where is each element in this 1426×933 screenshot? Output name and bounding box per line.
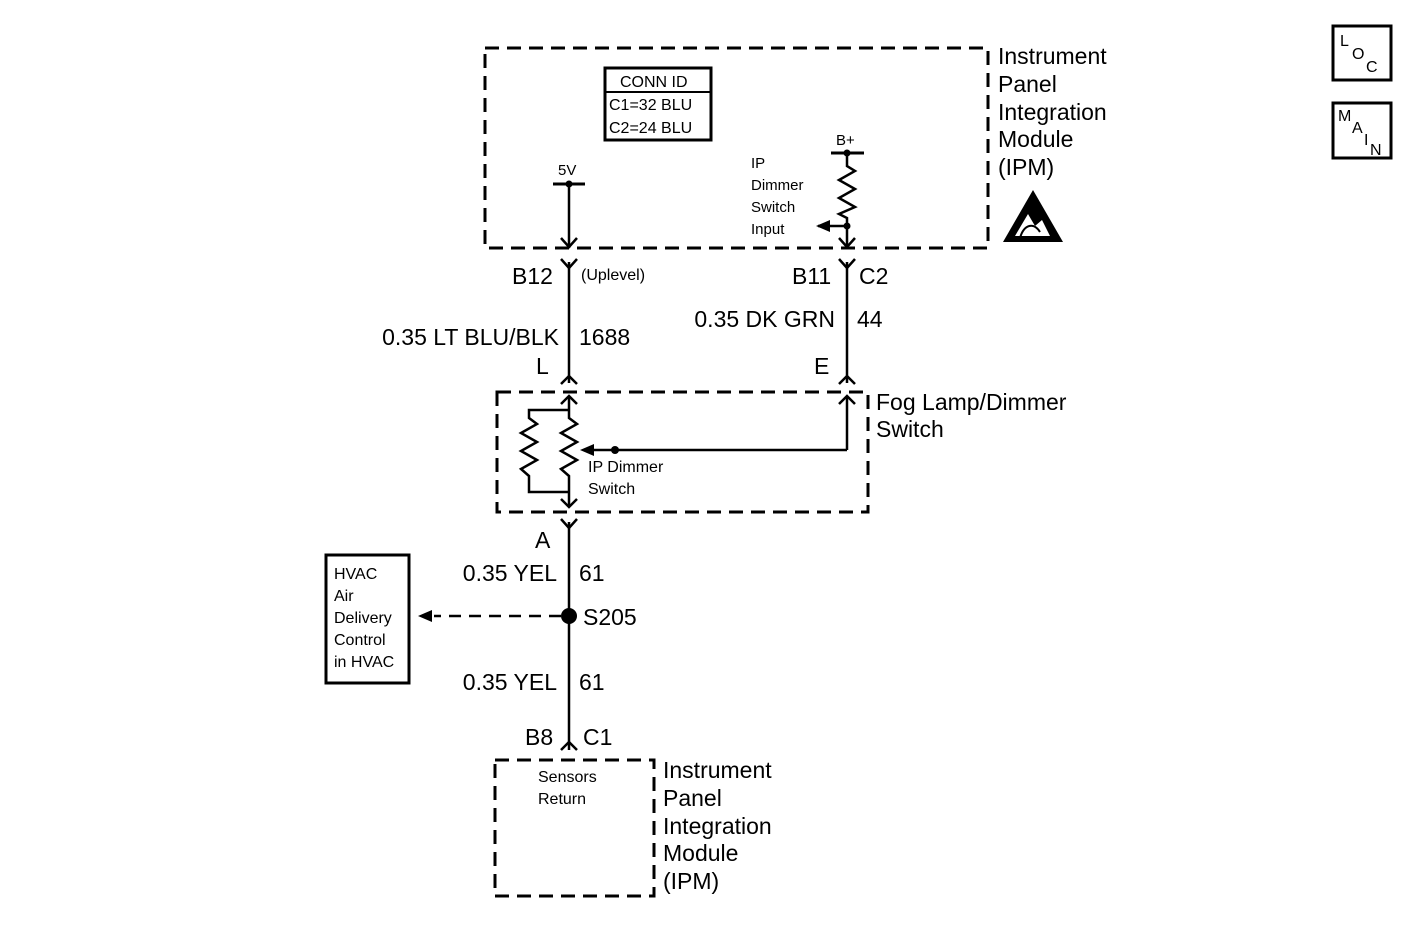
pin-b12: B12 <box>512 263 553 289</box>
pullup-resistor <box>836 153 858 248</box>
ipm-top-name: Instrument Panel Integration Module (IPM… <box>998 43 1113 180</box>
pin-a: A <box>535 527 551 553</box>
conn-id-c2: C2=24 BLU <box>609 120 692 137</box>
sensors-return-label: Sensors Return <box>538 769 601 808</box>
svg-text:I: I <box>1364 132 1368 149</box>
splice-s205 <box>561 608 577 624</box>
pin-l: L <box>536 353 549 379</box>
conn-id-box: CONN ID C1=32 BLU C2=24 BLU <box>603 66 713 142</box>
svg-text:C: C <box>1366 59 1378 76</box>
ip-dimmer-input-label: IP Dimmer Switch Input <box>751 155 808 238</box>
supply-bplus-label: B+ <box>836 132 855 149</box>
wire-bottom-spec-lower: 0.35 YEL <box>463 669 557 695</box>
connector-c2: C2 <box>859 263 888 289</box>
ipm-top-module: Instrument Panel Integration Module (IPM… <box>483 43 1113 250</box>
supply-bplus: B+ IP Dimmer Switch Input <box>751 132 864 249</box>
connector-c1: C1 <box>583 724 612 750</box>
pin-e: E <box>814 353 829 379</box>
pin-b11: B11 <box>792 263 831 289</box>
main-button[interactable]: M A I N <box>1331 101 1393 160</box>
supply-5v-label: 5V <box>558 162 576 179</box>
uplevel-note: (Uplevel) <box>581 267 645 284</box>
svg-text:O: O <box>1352 46 1364 63</box>
fog-switch-name: Fog Lamp/Dimmer Switch <box>876 389 1073 442</box>
ip-dimmer-potentiometer <box>558 396 580 507</box>
supply-5v: 5V <box>553 162 585 249</box>
splice-s205-label: S205 <box>583 604 637 630</box>
wire-right-circuit: 44 <box>857 306 883 332</box>
ipm-bottom-name: Instrument Panel Integration Module (IPM… <box>663 757 778 894</box>
wire-circuit-44: B11 C2 0.35 DK GRN 44 E <box>694 258 888 385</box>
svg-text:N: N <box>1370 142 1382 159</box>
wire-left-spec: 0.35 LT BLU/BLK <box>382 324 560 350</box>
ip-dimmer-switch-label: IP Dimmer Switch <box>588 459 668 498</box>
wire-bottom-circuit-lower: 61 <box>579 669 605 695</box>
wire-bottom-circuit-upper: 61 <box>579 560 605 586</box>
esd-warning-icon <box>1003 190 1063 242</box>
svg-text:A: A <box>1352 120 1363 137</box>
wire-right-spec: 0.35 DK GRN <box>694 306 835 332</box>
conn-id-c1: C1=32 BLU <box>609 97 692 114</box>
conn-id-title: CONN ID <box>620 74 688 91</box>
hvac-label: HVAC Air Delivery Control in HVAC <box>334 566 396 671</box>
wire-circuit-61: A 0.35 YEL 61 S205 0.35 YEL 61 B8 C1 <box>418 518 637 751</box>
fog-dimmer-switch: Fog Lamp/Dimmer Switch IP Dimmer Switch <box>495 389 1073 514</box>
svg-text:M: M <box>1338 108 1351 125</box>
wire-bottom-spec-upper: 0.35 YEL <box>463 560 557 586</box>
svg-text:L: L <box>1340 33 1349 50</box>
wire-circuit-1688: B12 (Uplevel) 0.35 LT BLU/BLK 1688 L <box>382 258 645 385</box>
pin-b8: B8 <box>525 724 553 750</box>
ipm-bottom-module: Sensors Return Instrument Panel Integrat… <box>493 757 778 898</box>
loc-button[interactable]: L O C <box>1331 24 1393 82</box>
wire-left-circuit: 1688 <box>579 324 630 350</box>
hvac-air-delivery-box: HVAC Air Delivery Control in HVAC <box>324 553 411 685</box>
